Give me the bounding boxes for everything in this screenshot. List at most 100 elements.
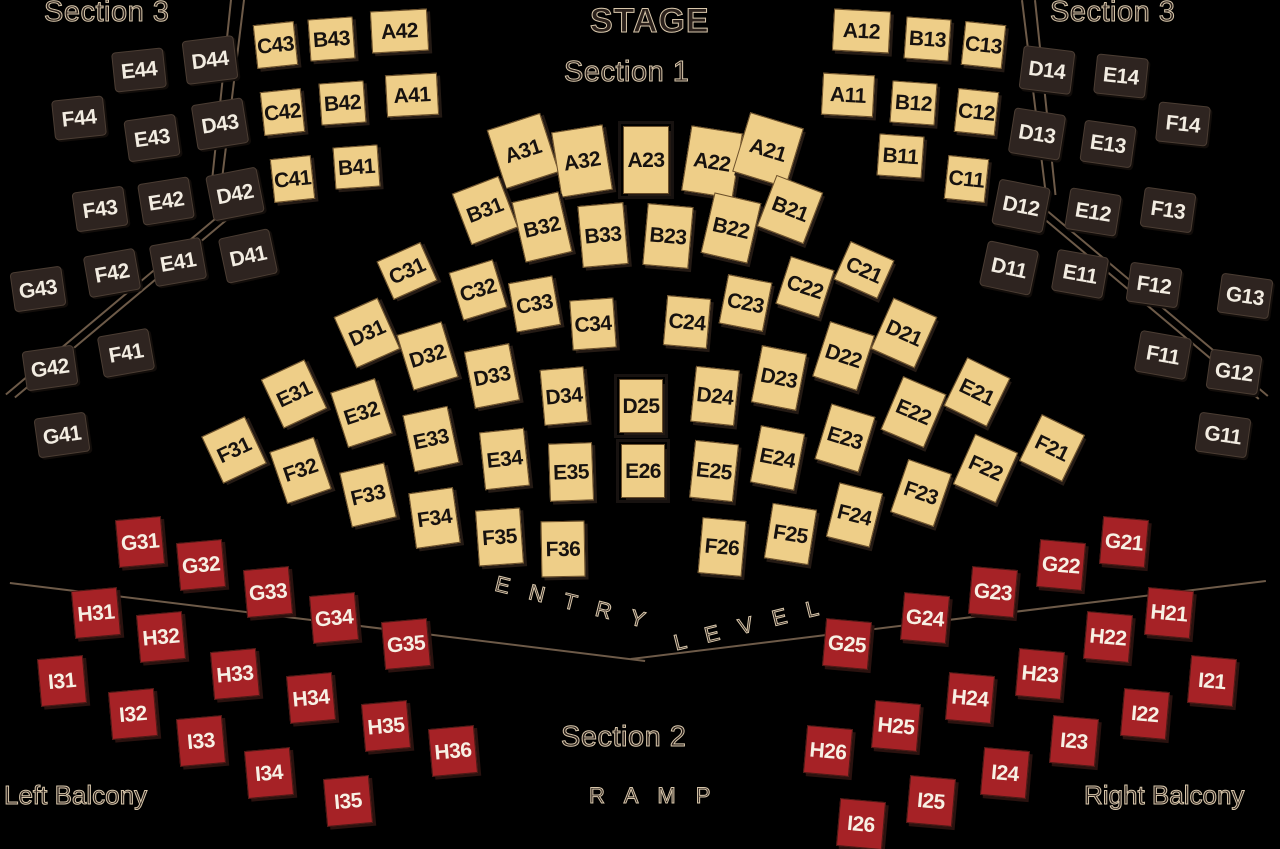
seat-f35[interactable]: F35 (475, 507, 524, 567)
seat-f25[interactable]: F25 (763, 502, 818, 566)
seat-d23[interactable]: D23 (750, 345, 808, 411)
seat-e41[interactable]: E41 (148, 236, 208, 288)
seat-c24[interactable]: C24 (662, 295, 712, 349)
seat-h31[interactable]: H31 (70, 587, 122, 639)
seat-e21[interactable]: E21 (943, 357, 1011, 427)
seat-i21[interactable]: I21 (1186, 655, 1238, 707)
seat-c11[interactable]: C11 (943, 154, 990, 204)
seat-f12[interactable]: F12 (1125, 261, 1183, 309)
seat-e34[interactable]: E34 (479, 427, 530, 491)
seat-f13[interactable]: F13 (1139, 186, 1197, 234)
seat-e42[interactable]: E42 (137, 176, 195, 226)
seat-c33[interactable]: C33 (508, 275, 561, 333)
seat-h26[interactable]: H26 (802, 725, 854, 777)
seat-f42[interactable]: F42 (82, 247, 142, 299)
seat-f43[interactable]: F43 (71, 185, 129, 233)
seat-e43[interactable]: E43 (123, 113, 181, 163)
seat-f23[interactable]: F23 (890, 459, 952, 527)
seat-h33[interactable]: H33 (209, 648, 261, 700)
seat-e11[interactable]: E11 (1050, 248, 1110, 300)
seat-e22[interactable]: E22 (880, 376, 947, 448)
seat-d33[interactable]: D33 (463, 343, 521, 409)
seat-g32[interactable]: G32 (175, 539, 227, 591)
seat-c22[interactable]: C22 (775, 256, 835, 318)
seat-b23[interactable]: B23 (642, 203, 694, 269)
seat-f34[interactable]: F34 (408, 487, 461, 549)
seat-c13[interactable]: C13 (960, 20, 1007, 70)
seat-e25[interactable]: E25 (689, 439, 739, 503)
seat-i33[interactable]: I33 (175, 715, 227, 767)
seat-h23[interactable]: H23 (1014, 648, 1066, 700)
seat-d41[interactable]: D41 (217, 228, 279, 284)
seat-c43[interactable]: C43 (252, 20, 299, 70)
seat-d12[interactable]: D12 (991, 178, 1051, 234)
seat-g35[interactable]: G35 (380, 618, 432, 670)
seat-e35[interactable]: E35 (548, 442, 594, 502)
seat-b12[interactable]: B12 (889, 80, 938, 126)
seat-c12[interactable]: C12 (953, 87, 1000, 137)
seat-g13[interactable]: G13 (1216, 272, 1274, 320)
seat-f32[interactable]: F32 (269, 436, 332, 505)
seat-i32[interactable]: I32 (107, 688, 159, 740)
seat-e33[interactable]: E33 (402, 405, 460, 473)
seat-e13[interactable]: E13 (1079, 119, 1137, 169)
seat-d14[interactable]: D14 (1018, 44, 1076, 96)
seat-d42[interactable]: D42 (205, 166, 265, 222)
seat-i26[interactable]: I26 (835, 798, 887, 849)
seat-g23[interactable]: G23 (967, 566, 1019, 618)
seat-f14[interactable]: F14 (1155, 101, 1211, 147)
seat-h21[interactable]: H21 (1143, 587, 1195, 639)
seat-f41[interactable]: F41 (96, 327, 156, 379)
seat-f33[interactable]: F33 (339, 462, 397, 528)
seat-g21[interactable]: G21 (1098, 516, 1150, 568)
seat-d22[interactable]: D22 (812, 321, 875, 391)
seat-i22[interactable]: I22 (1119, 688, 1171, 740)
seat-g11[interactable]: G11 (1194, 411, 1252, 459)
seat-f11[interactable]: F11 (1133, 329, 1193, 381)
seat-g43[interactable]: G43 (9, 265, 67, 313)
seat-b13[interactable]: B13 (903, 16, 952, 62)
seat-b43[interactable]: B43 (307, 16, 356, 62)
seat-h32[interactable]: H32 (135, 611, 187, 663)
seat-b11[interactable]: B11 (876, 133, 925, 179)
seat-a41[interactable]: A41 (384, 72, 440, 118)
seat-c31[interactable]: C31 (376, 242, 438, 300)
seat-h35[interactable]: H35 (360, 700, 412, 752)
seat-i23[interactable]: I23 (1048, 715, 1100, 767)
seat-h25[interactable]: H25 (870, 700, 922, 752)
seat-g24[interactable]: G24 (899, 592, 951, 644)
seat-f36[interactable]: F36 (540, 520, 586, 578)
seat-e44[interactable]: E44 (111, 47, 167, 93)
seat-b32[interactable]: B32 (511, 191, 573, 263)
seat-g22[interactable]: G22 (1035, 539, 1087, 591)
seat-c23[interactable]: C23 (718, 274, 773, 332)
seat-a12[interactable]: A12 (831, 8, 892, 54)
seat-h22[interactable]: H22 (1082, 611, 1134, 663)
seat-e26[interactable]: E26 (616, 439, 670, 503)
seat-c34[interactable]: C34 (569, 297, 617, 351)
seat-i34[interactable]: I34 (243, 747, 295, 799)
seat-e31[interactable]: E31 (260, 359, 328, 429)
seat-h36[interactable]: H36 (427, 725, 479, 777)
seat-g31[interactable]: G31 (114, 516, 166, 568)
seat-c41[interactable]: C41 (269, 154, 316, 204)
seat-b42[interactable]: B42 (318, 80, 367, 126)
seat-a11[interactable]: A11 (820, 72, 876, 118)
seat-d24[interactable]: D24 (690, 365, 740, 427)
seat-a42[interactable]: A42 (369, 8, 430, 54)
seat-h24[interactable]: H24 (944, 672, 996, 724)
seat-d31[interactable]: D31 (333, 297, 401, 369)
seat-e32[interactable]: E32 (330, 378, 393, 448)
seat-g42[interactable]: G42 (21, 344, 79, 392)
seat-b41[interactable]: B41 (332, 144, 381, 190)
seat-i24[interactable]: I24 (979, 747, 1031, 799)
seat-d21[interactable]: D21 (870, 297, 938, 369)
seat-f26[interactable]: F26 (697, 517, 747, 577)
seat-i25[interactable]: I25 (905, 775, 957, 827)
seat-b22[interactable]: B22 (700, 192, 762, 264)
seat-h34[interactable]: H34 (285, 672, 337, 724)
seat-c32[interactable]: C32 (448, 259, 508, 321)
seat-g12[interactable]: G12 (1205, 348, 1263, 396)
seat-c42[interactable]: C42 (259, 87, 306, 137)
seat-i35[interactable]: I35 (322, 775, 374, 827)
